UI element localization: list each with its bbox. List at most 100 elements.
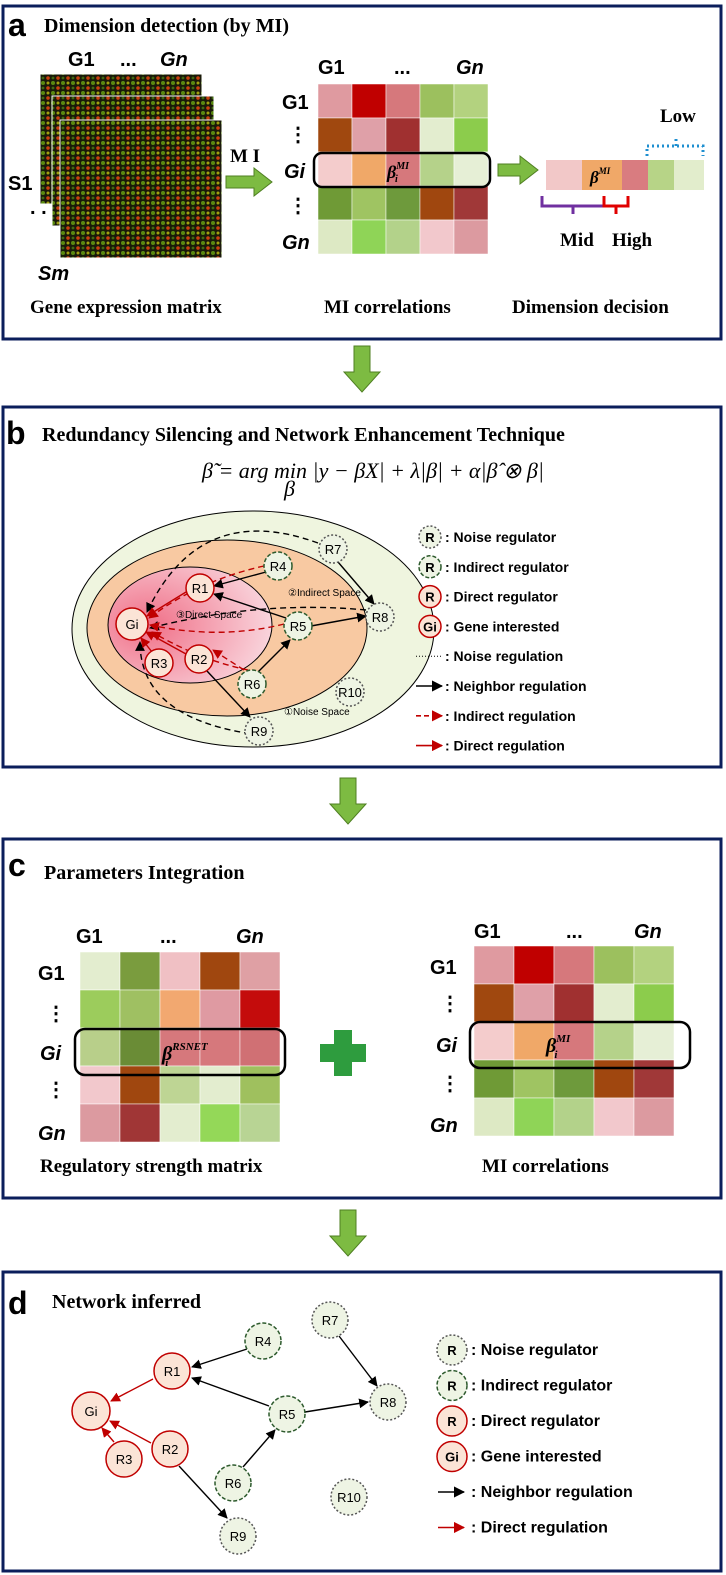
mi-a-cell [385, 151, 421, 187]
mi-a-cell [453, 185, 489, 221]
node-r9-label: R9 [230, 1529, 247, 1544]
rs-c-cell [199, 1103, 241, 1143]
node-r5 [268, 1395, 306, 1433]
mi-c-cell [513, 983, 555, 1023]
node-r3 [144, 648, 174, 678]
edge-r4-r1 [213, 571, 267, 589]
d-legend-symbol-noise [436, 1334, 468, 1366]
node-gi [71, 1391, 111, 1431]
node-r10 [330, 1478, 368, 1516]
edge-r2-gi [145, 631, 187, 655]
expr-header-g1: G1 [68, 49, 95, 71]
node-r8-label: R8 [380, 1395, 397, 1410]
mi-a-cell [385, 83, 421, 119]
edge-r5-gi-indirect [149, 622, 285, 633]
mi-heatmap-a [317, 83, 489, 255]
node-r3-label: R3 [116, 1452, 133, 1467]
node-r8-label: R8 [372, 610, 389, 625]
mi-a-cell [317, 117, 353, 153]
mi-a-cell [453, 83, 489, 119]
formula-subscript: β [283, 476, 295, 501]
node-r8 [369, 1383, 407, 1421]
mi-c-cell [473, 1097, 515, 1137]
node-r6 [214, 1464, 252, 1502]
b-legend-label: : Noise regulation [445, 648, 563, 664]
expr-header-gn: Gn [160, 49, 188, 71]
mi-a-cell [453, 151, 489, 187]
mid-label: Mid [560, 230, 594, 251]
mi-a-cell [419, 219, 455, 255]
mi-a-cell [317, 83, 353, 119]
mi-c-cell [473, 945, 515, 985]
b-legend-label: : Indirect regulator [445, 559, 569, 575]
sample-sm: Sm [38, 263, 69, 285]
low-label: Low [660, 106, 696, 127]
b-legend-label: : Neighbor regulation [445, 678, 587, 694]
panel-b: b Redundancy Silencing and Network Enhan… [1, 405, 723, 769]
b-legend-symbol-text: Gi [423, 619, 437, 634]
edge-r9-gi-noise [135, 641, 261, 736]
mi-a-cell [317, 151, 353, 187]
mi-header-dots: ... [394, 57, 411, 79]
caption-regulatory-strength: Regulatory strength matrix [40, 1156, 263, 1177]
edge-r1-gi [146, 591, 187, 617]
panel-b-title: Redundancy Silencing and Network Enhance… [42, 424, 565, 446]
panel-d-border [1, 1270, 723, 1573]
d-legend-symbol-indirect [436, 1369, 468, 1402]
rs-c-cell [119, 1027, 161, 1067]
rs-c-cell [79, 951, 121, 991]
d-edge-r7-r8 [338, 1335, 378, 1387]
mic-row-gn: Gn [430, 1115, 458, 1137]
node-r7 [318, 534, 348, 564]
plus-icon [320, 1030, 366, 1076]
rs-c-cell [239, 1065, 281, 1105]
mi-c-cell [553, 983, 595, 1023]
b-legend-label: : Direct regulator [445, 589, 558, 605]
node-r2-label: R2 [191, 652, 208, 667]
mi-c-cell [473, 1021, 515, 1061]
edge-r8-gi-noise [149, 606, 367, 631]
d-legend-label: : Gene interested [471, 1449, 602, 1466]
rs-gi-row-box [73, 1027, 287, 1077]
rs-c-cell [159, 1103, 201, 1143]
d-legend-label: : Direct regulation [471, 1520, 608, 1537]
node-r10-label: R10 [337, 1490, 361, 1505]
rs-header-gn: Gn [236, 926, 264, 948]
direct-space-label: ③Direct Space [176, 610, 243, 621]
mi-a-cell [351, 151, 387, 187]
b-legend-symbol-text: R [425, 530, 435, 545]
mi-c-cell [553, 945, 595, 985]
mi-c-cell [593, 983, 635, 1023]
rs-c-cell [239, 1027, 281, 1067]
node-r2 [151, 1430, 189, 1468]
rs-row-dots2: ⋮ [46, 1079, 66, 1101]
caption-mi-correlations: MI correlations [324, 297, 451, 318]
node-r7-label: R7 [322, 1313, 339, 1328]
panel-a-letter: a [8, 7, 26, 43]
d-edge-r4-r1 [191, 1348, 248, 1369]
rs-c-cell [119, 989, 161, 1029]
b-legend-symbol-noise [418, 525, 442, 549]
mi-c-cell [473, 1059, 515, 1099]
d-edge-r2-r9 [178, 1465, 228, 1519]
mi-c-cell [593, 1059, 635, 1099]
panel-a: a Dimension detection (by MI) G1 ... Gn … [1, 4, 723, 341]
d-legend-label: : Noise regulator [471, 1342, 598, 1359]
rs-c-cell [159, 1027, 201, 1067]
mi-c-cell [633, 983, 675, 1023]
panel-d-letter: d [8, 1285, 28, 1321]
d-edge-r2-gi [109, 1420, 152, 1444]
node-r5-label: R5 [279, 1407, 296, 1422]
node-r6-label: R6 [244, 677, 261, 692]
mi-a-cell [419, 151, 455, 187]
mi-a-cell [419, 117, 455, 153]
node-r6 [237, 669, 267, 699]
flow-arrow-a-b [342, 345, 382, 393]
node-r4 [263, 551, 293, 581]
node-r9 [219, 1517, 257, 1555]
caption-dimension-decision: Dimension decision [512, 297, 669, 318]
edge-r7-r8 [337, 561, 375, 605]
node-r1-label: R1 [192, 581, 209, 596]
node-r2-label: R2 [162, 1442, 179, 1457]
